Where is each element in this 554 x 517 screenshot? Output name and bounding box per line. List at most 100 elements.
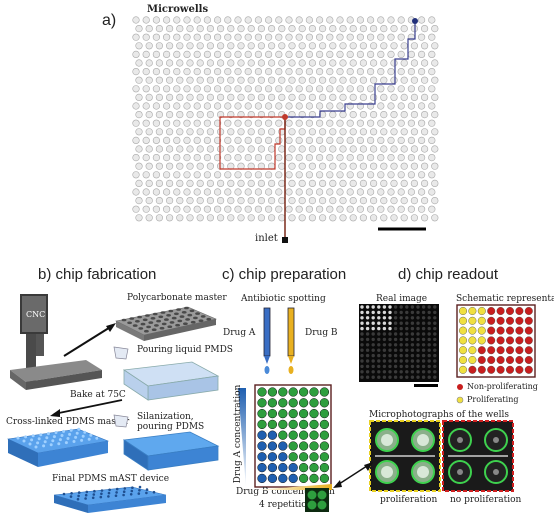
microwell: [196, 214, 204, 222]
pillar: [36, 441, 40, 445]
microwell: [254, 16, 262, 24]
microwell: [254, 67, 262, 76]
microwell: [254, 33, 262, 41]
microwell: [176, 128, 184, 136]
microwell: [377, 67, 385, 76]
schematic-well: [477, 326, 486, 335]
microwell: [196, 145, 204, 153]
microwell: [278, 76, 286, 84]
device-well: [100, 492, 103, 496]
microwell: [265, 33, 273, 41]
real-well: [377, 316, 381, 320]
drug-well: [319, 419, 330, 430]
colony: [381, 466, 393, 478]
schematic-well: [524, 346, 533, 355]
real-well: [382, 364, 387, 369]
empty-center: [493, 437, 499, 443]
microwell: [285, 102, 293, 110]
real-well: [360, 353, 364, 358]
microwell: [186, 128, 194, 136]
pillar: [58, 438, 62, 442]
microwell: [132, 67, 140, 76]
microwell: [265, 119, 273, 127]
microwell: [346, 154, 354, 162]
microwell: [431, 110, 439, 119]
microwell: [329, 128, 337, 136]
real-well: [416, 359, 420, 363]
device-well: [129, 493, 133, 496]
microwell: [428, 50, 436, 59]
microwell: [359, 179, 367, 187]
real-well: [365, 316, 370, 320]
microwell: [162, 33, 171, 41]
microwell: [339, 76, 347, 84]
microwell: [193, 85, 201, 93]
panel-a-letter: a): [102, 12, 117, 29]
microwell: [308, 179, 316, 187]
microwell: [431, 76, 439, 84]
microwell: [285, 33, 293, 41]
dimple: [159, 326, 165, 330]
microwell: [418, 154, 426, 162]
inlet-port: [282, 237, 288, 243]
microwell: [418, 171, 426, 179]
microwell: [410, 214, 419, 222]
microwell: [176, 110, 184, 119]
microwell: [165, 76, 174, 84]
microwell: [349, 25, 357, 33]
microwell: [336, 136, 344, 144]
microwell: [224, 205, 232, 213]
microwell: [265, 154, 273, 162]
microwell: [367, 136, 375, 144]
microwell: [247, 128, 255, 136]
microwell: [142, 188, 150, 196]
drug-well: [298, 398, 309, 408]
microwell: [165, 59, 174, 67]
pillar: [51, 439, 55, 443]
real-well: [360, 364, 364, 369]
microwell: [254, 171, 262, 179]
microwell: [410, 197, 419, 205]
real-well: [416, 348, 420, 352]
microwell: [308, 110, 316, 119]
schematic-well: [524, 316, 533, 325]
repetitions-label: 4 repetitions: [259, 500, 318, 510]
microwell: [203, 33, 211, 41]
microwell: [431, 162, 439, 170]
microwell: [183, 102, 191, 110]
microwell: [370, 110, 378, 119]
real-well: [427, 332, 431, 336]
microwell: [370, 128, 378, 136]
microwell: [407, 119, 416, 127]
microwell: [176, 145, 184, 153]
microwell: [247, 179, 255, 187]
drug-well: [267, 441, 278, 451]
device-well: [114, 494, 118, 497]
microwell: [165, 42, 174, 50]
microwell: [329, 145, 337, 153]
real-well: [360, 310, 364, 315]
prolif-label: Proliferating: [467, 395, 519, 404]
micro-label: Microphotographs of the wells: [369, 410, 509, 420]
drug-b-conc-label: Drug B concentration: [236, 487, 335, 497]
real-well: [371, 375, 375, 379]
microwell: [319, 197, 327, 205]
real-well: [371, 353, 375, 358]
microwell: [418, 50, 426, 59]
microwell: [387, 67, 395, 76]
microwell: [254, 102, 262, 110]
microwell: [257, 214, 265, 222]
microwell: [421, 76, 429, 84]
microwell: [135, 25, 143, 33]
microwell: [346, 16, 354, 24]
drug-well: [267, 419, 278, 430]
microwell: [193, 205, 201, 213]
microwell: [305, 154, 313, 162]
microwell: [336, 205, 344, 213]
real-well: [416, 326, 420, 331]
microwell: [206, 59, 214, 67]
microwell: [132, 188, 140, 196]
blue-node: [412, 18, 418, 24]
double-arrow: [333, 462, 373, 488]
microwell: [418, 205, 426, 213]
